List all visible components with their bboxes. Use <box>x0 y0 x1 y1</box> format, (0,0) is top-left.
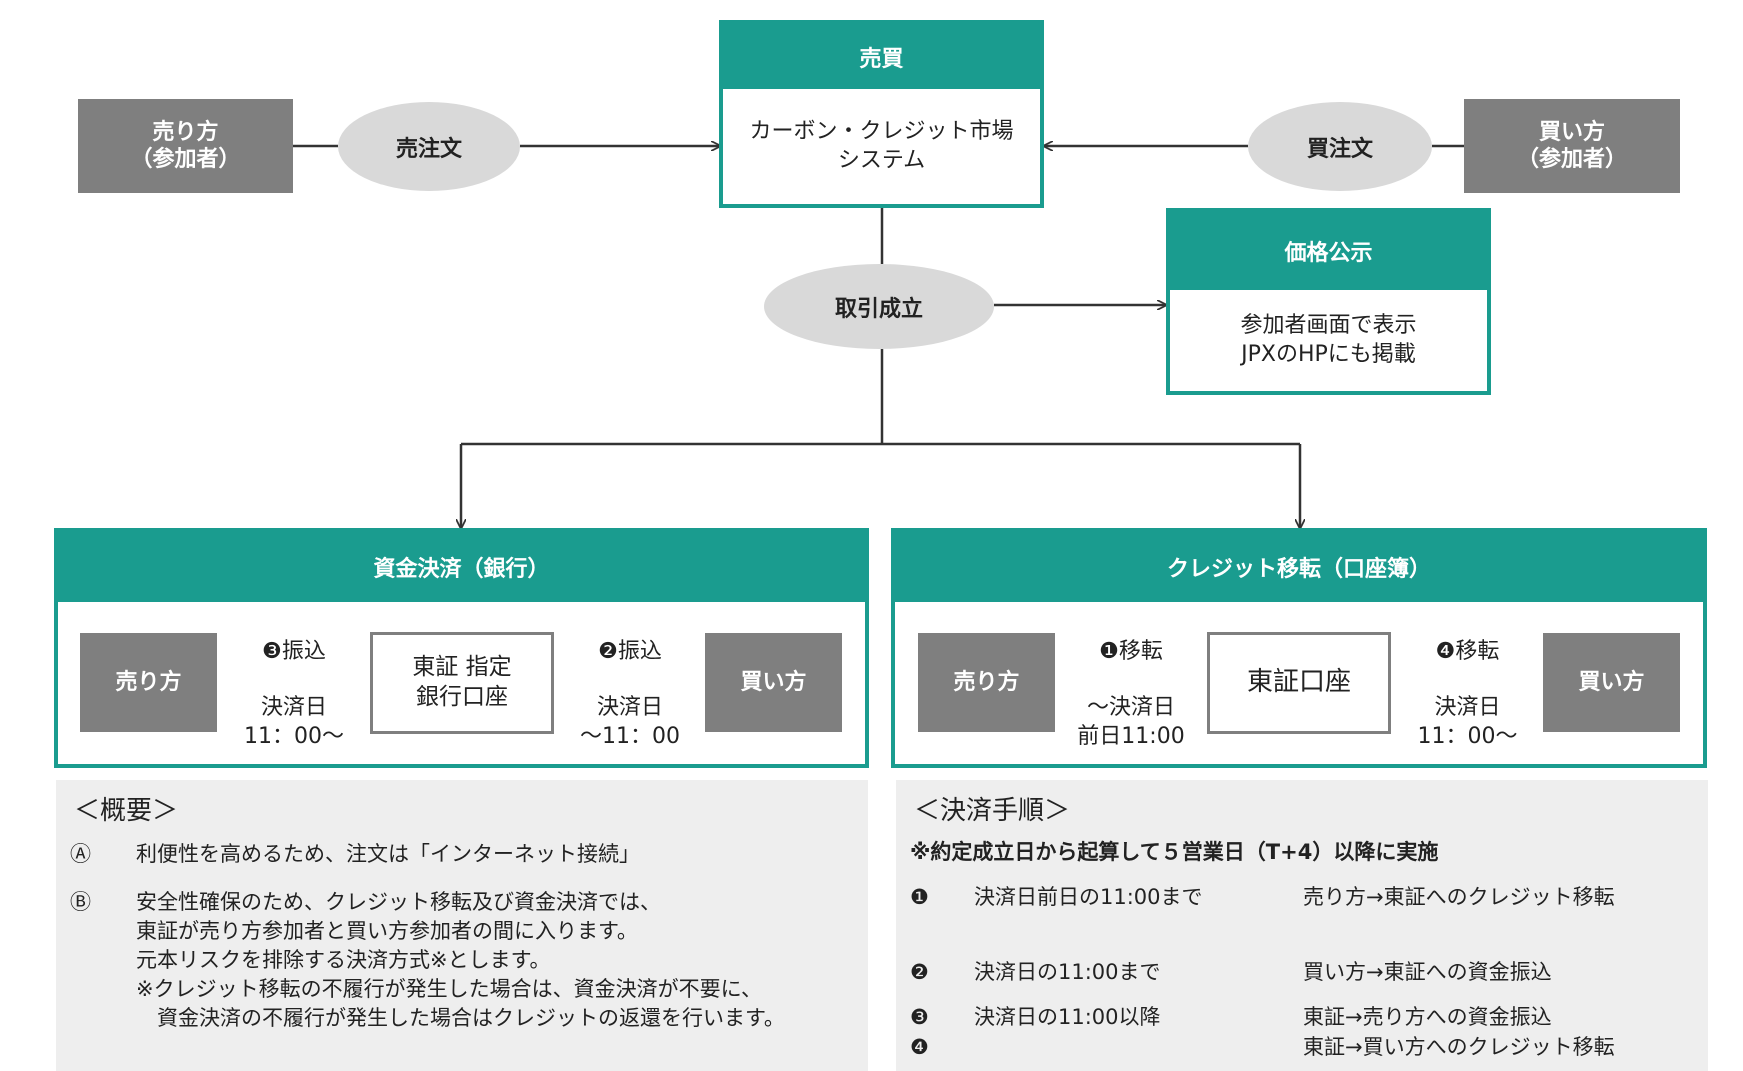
price-publication-text: 参加者画面で表示 JPXのHPにも掲載 <box>1240 312 1417 367</box>
step-1-time: 決済日前日の11:00まで <box>974 885 1203 909</box>
overview-marker-b: Ⓑ <box>70 890 91 914</box>
sell-order-ellipse: 売注文 <box>338 102 520 191</box>
step-3-time: 決済日の11:00以降 <box>974 1005 1161 1029</box>
overview-item-a-text: 利便性を高めるため、注文は「インターネット接続」 <box>136 842 640 866</box>
step-2-marker: ❷ <box>910 960 929 984</box>
procedure-panel: ＜決済手順＞ ※約定成立日から起算して５営業日（T+4）以降に実施 ❶ 決済日前… <box>896 780 1708 1071</box>
procedure-title: ＜決済手順＞ <box>914 796 1071 826</box>
fund-settlement-header: 資金決済（銀行） <box>58 532 865 602</box>
fund-transfer-3-label: ❸振込 <box>262 639 326 664</box>
credit-buyer-box: 買い方 <box>1543 633 1680 732</box>
step-4-action: 東証→買い方へのクレジット移転 <box>1303 1035 1615 1059</box>
step-3-marker: ❸ <box>910 1005 929 1029</box>
fund-transfer-2-time: 決済日 〜11：00 <box>580 695 680 749</box>
price-header: 価格公示 <box>1170 212 1487 290</box>
buyer-participant-box: 買い方 （参加者） <box>1464 99 1680 193</box>
trading-system-box: 売買 カーボン・クレジット市場 システム <box>719 20 1044 208</box>
step-1-marker: ❶ <box>910 885 929 909</box>
step-3-action: 東証→売り方への資金振込 <box>1303 1005 1552 1029</box>
step-2-time: 決済日の11:00まで <box>974 960 1161 984</box>
tse-account-box: 東証口座 <box>1207 632 1391 734</box>
fund-transfer-2-label: ❷振込 <box>598 639 662 664</box>
buy-order-ellipse: 買注文 <box>1248 102 1432 191</box>
credit-transfer-1-label: ❶移転 <box>1099 639 1163 664</box>
overview-panel: ＜概要＞ Ⓐ 利便性を高めるため、注文は「インターネット接続」 Ⓑ 安全性確保の… <box>56 780 868 1071</box>
overview-marker-a: Ⓐ <box>70 842 91 866</box>
fund-seller-box: 売り方 <box>80 633 217 732</box>
trading-header: 売買 <box>723 24 1040 89</box>
overview-title: ＜概要＞ <box>74 796 179 826</box>
price-publication-box: 価格公示 参加者画面で表示 JPXのHPにも掲載 <box>1166 208 1491 395</box>
fund-buyer-box: 買い方 <box>705 633 842 732</box>
step-4-marker: ❹ <box>910 1035 929 1059</box>
procedure-note: ※約定成立日から起算して５営業日（T+4）以降に実施 <box>910 840 1439 864</box>
credit-transfer-header: クレジット移転（口座簿） <box>895 532 1703 602</box>
overview-item-b-text: 安全性確保のため、クレジット移転及び資金決済では、 東証が売り方参加者と買い方参… <box>136 890 785 1030</box>
credit-transfer-1-time: 〜決済日 前日11:00 <box>1077 695 1185 749</box>
step-1-action: 売り方→東証へのクレジット移転 <box>1303 885 1615 909</box>
credit-transfer-4-label: ❹移転 <box>1435 639 1500 664</box>
trade-executed-ellipse: 取引成立 <box>764 264 994 349</box>
trading-system-text: カーボン・クレジット市場 システム <box>749 118 1014 173</box>
credit-seller-box: 売り方 <box>918 633 1055 732</box>
fund-transfer-3-time: 決済日 11：00〜 <box>244 695 344 749</box>
seller-participant-box: 売り方 （参加者） <box>78 99 293 193</box>
credit-transfer-4-time: 決済日 11：00〜 <box>1417 695 1518 749</box>
step-2-action: 買い方→東証への資金振込 <box>1303 960 1552 984</box>
tse-bank-account-box: 東証 指定 銀行口座 <box>370 632 554 734</box>
